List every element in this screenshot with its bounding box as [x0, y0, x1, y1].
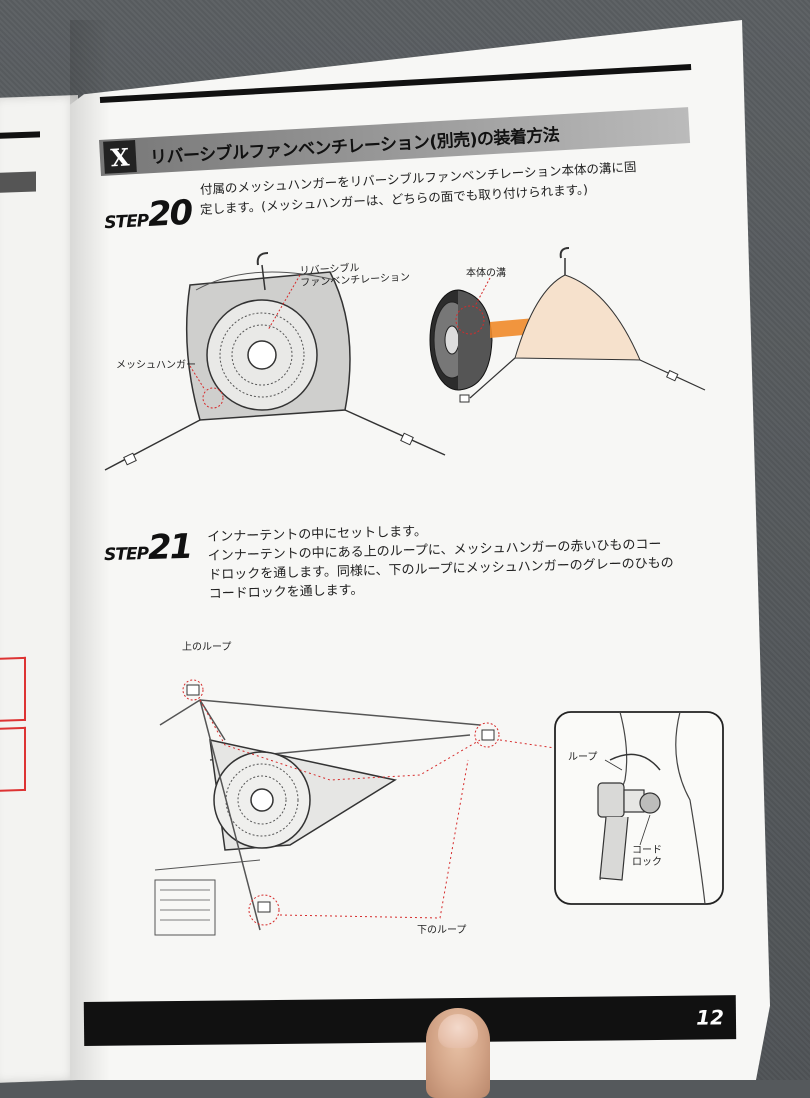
step-number: 20	[146, 192, 193, 235]
left-page-red-box	[0, 726, 26, 792]
left-page-band	[0, 171, 36, 193]
left-page-edge	[0, 95, 78, 1083]
label-body-groove: 本体の溝	[466, 268, 506, 279]
label-mesh-hanger: メッシュハンガー	[116, 360, 196, 371]
step-21-heading: STEP21	[103, 526, 192, 569]
thumb	[426, 1008, 490, 1098]
footer-bar: 12	[83, 995, 737, 1046]
step-word: STEP	[103, 543, 149, 566]
label-bottom-loop: 下のループ	[417, 925, 467, 936]
label-cordlock-line1: コード	[632, 845, 662, 856]
step-number: 21	[147, 526, 192, 568]
step-21-text: インナーテントの中にセットします。 インナーテントの中にある上のループに、メッシ…	[207, 516, 674, 604]
left-page-rule	[0, 131, 40, 139]
label-cordlock-line2: ロック	[632, 857, 662, 868]
step-20-heading: STEP20	[103, 193, 192, 238]
label-loop: ループ	[568, 752, 598, 763]
page-number: 12	[695, 1005, 725, 1030]
left-page-red-box	[0, 656, 26, 722]
label-cord-lock: コード ロック	[632, 845, 662, 869]
section-letter: X	[103, 140, 137, 174]
step-word: STEP	[103, 210, 149, 234]
label-top-loop: 上のループ	[182, 642, 232, 653]
thumbnail	[438, 1014, 478, 1048]
